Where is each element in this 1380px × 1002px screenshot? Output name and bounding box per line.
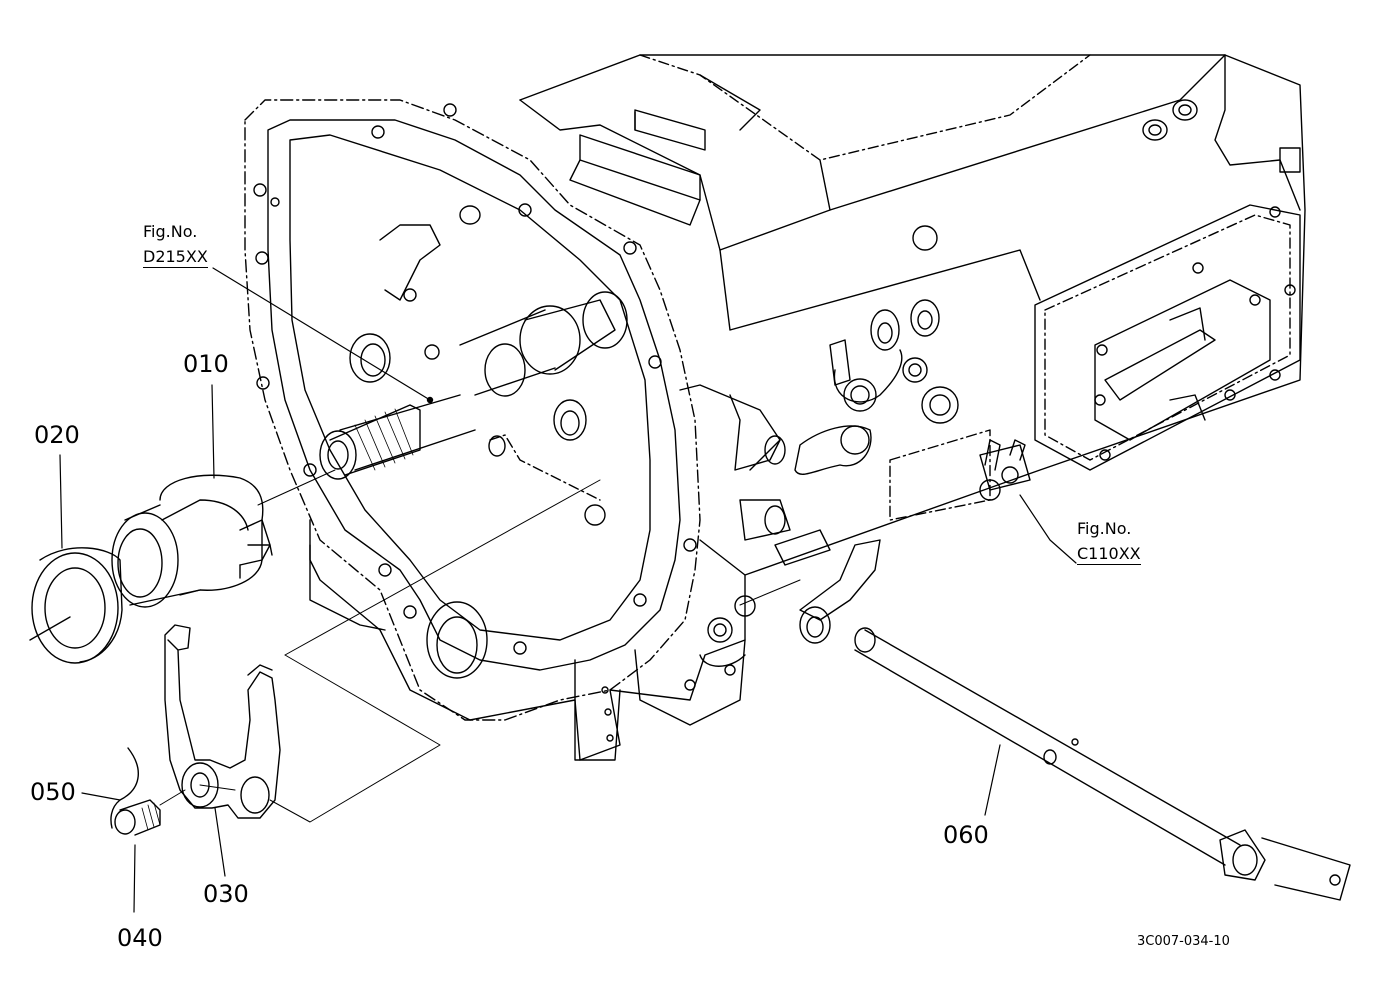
- leader-030: [214, 807, 226, 877]
- phantom-alignment-lines: [159, 469, 801, 823]
- release-fork: [164, 624, 281, 819]
- fig-ref-c110xx-line1: Fig.No.: [1077, 519, 1132, 538]
- leader-020: [59, 454, 63, 549]
- part-label-020: 020: [34, 421, 80, 449]
- leader-010: [211, 384, 215, 479]
- side-face-bosses: [729, 299, 1031, 644]
- part-label-010: 010: [183, 350, 229, 378]
- leader-050: [81, 792, 121, 801]
- fig-ref-d215xx-line1: Fig.No.: [143, 222, 198, 241]
- leader-d215xx: [212, 267, 431, 401]
- fig-ref-c110xx-line2: C110XX: [1077, 544, 1141, 565]
- bell-housing-flange: [244, 99, 701, 721]
- side-cover-opening: [1034, 204, 1301, 471]
- lower-housing: [309, 544, 746, 761]
- release-bearing: [29, 547, 123, 664]
- release-shaft: [854, 627, 1351, 901]
- part-label-030: 030: [203, 880, 249, 908]
- fig-ref-d215xx-line2: D215XX: [143, 247, 208, 268]
- fork-bolt: [114, 799, 161, 836]
- input-shaft: [319, 291, 628, 480]
- leader-c110xx: [1019, 494, 1077, 564]
- part-label-050: 050: [30, 778, 76, 806]
- figure-code: 3C007-034-10: [1137, 934, 1230, 949]
- part-label-060: 060: [943, 821, 989, 849]
- part-label-040: 040: [117, 924, 163, 952]
- transmission-housing: [309, 54, 1306, 761]
- leader-060: [984, 744, 1001, 816]
- leader-040: [133, 844, 136, 913]
- leader-lines: [59, 267, 1077, 913]
- release-hub: [111, 474, 273, 608]
